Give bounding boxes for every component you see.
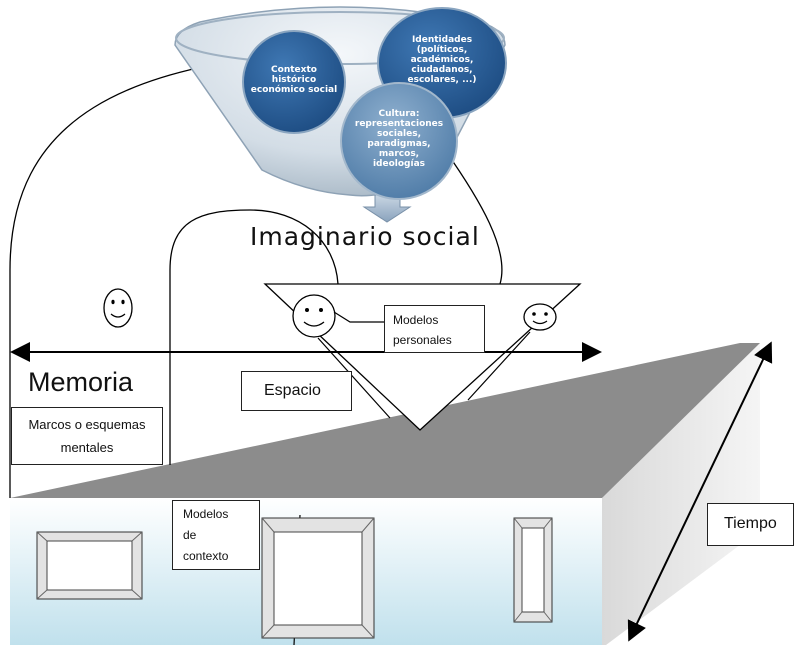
circle-text-line: representaciones <box>355 119 443 129</box>
circle-text-line: académicos, <box>411 54 474 65</box>
espacio-box: Espacio <box>241 371 352 411</box>
circle-text-line: (políticos, <box>417 45 468 55</box>
modelos-contexto-line1: Modelos <box>183 507 229 521</box>
tiempo-label: Tiempo <box>724 515 777 532</box>
smiley-face-center <box>292 294 336 338</box>
smiley-face-right <box>523 303 557 331</box>
modelos-contexto-box: Modelos de contexto <box>172 500 260 570</box>
tiempo-box: Tiempo <box>707 503 794 546</box>
imaginario-social-label: Imaginario social <box>250 222 480 251</box>
frames-arc <box>169 209 339 465</box>
modelos-contexto-line2: de <box>183 528 197 542</box>
circle-text-line: sociales, <box>377 129 421 139</box>
smiley-face-left <box>103 288 133 328</box>
circle-text-line: ciudadanos, <box>411 65 472 75</box>
connector-personal-models <box>333 311 386 323</box>
circle-text-line: Cultura: <box>379 109 420 119</box>
modelos-personales-box: Modelos personales <box>384 305 485 353</box>
circle-identidades-text: Identidades(políticos,académicos,ciudada… <box>408 35 477 85</box>
memoria-label: Memoria <box>28 367 134 397</box>
window-left <box>36 531 143 600</box>
house-roof <box>10 343 760 498</box>
right-arc <box>444 149 503 285</box>
modelos-contexto-line3: contexto <box>183 549 229 563</box>
modelos-personales-line2: personales <box>393 333 452 347</box>
circle-text-line: Identidades <box>412 35 472 45</box>
circle-text-line: paradigmas, <box>367 139 430 149</box>
circle-text-line: ideologías <box>373 159 425 169</box>
time-axis-arrow <box>627 341 773 642</box>
marcos-line2: mentales <box>60 440 114 455</box>
circle-text-line: escolares, ...) <box>408 75 477 85</box>
window-right <box>513 517 553 623</box>
circle-text-line: marcos, <box>379 149 419 159</box>
marcos-line1: Marcos o esquemas <box>28 417 146 432</box>
circle-text-line: Contexto <box>271 65 317 75</box>
window-center <box>261 517 375 639</box>
espacio-label: Espacio <box>264 382 321 399</box>
circle-text-line: económico social <box>251 84 337 95</box>
circle-text-line: histórico <box>272 74 316 85</box>
modelos-personales-line1: Modelos <box>393 313 439 327</box>
marcos-box: Marcos o esquemas mentales <box>11 407 163 465</box>
